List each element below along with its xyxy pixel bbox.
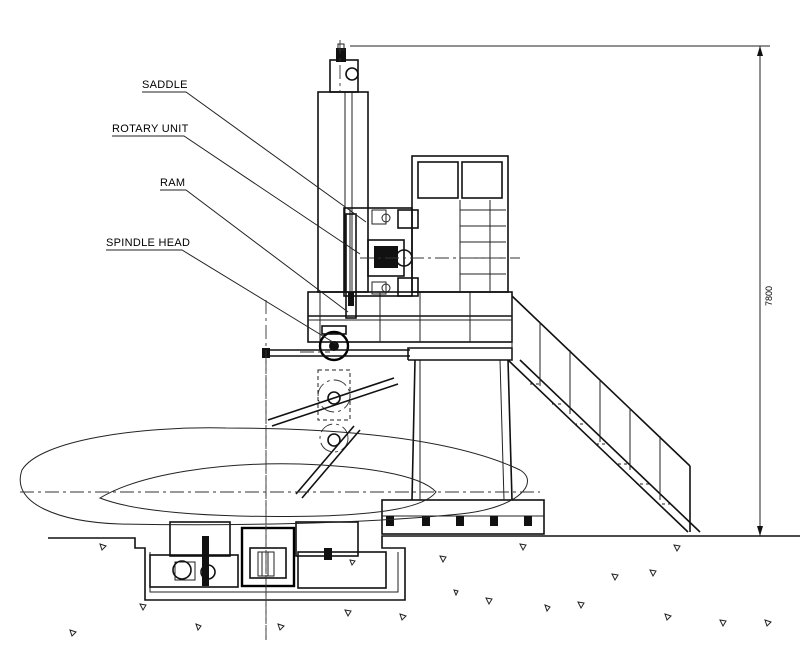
rotary-unit: [360, 209, 520, 295]
label-spindle-head: SPINDLE HEAD: [106, 237, 190, 249]
label-rotary-unit: ROTARY UNIT: [112, 123, 189, 135]
pedestal: [407, 347, 513, 501]
column: [317, 40, 369, 293]
stairway: [507, 295, 701, 533]
ground-line: [48, 535, 800, 601]
label-ram: RAM: [160, 177, 185, 189]
electrical-cabinet: [411, 155, 509, 293]
ground-markers: [69, 543, 772, 637]
saddle: [343, 207, 419, 297]
workpiece-outline: [19, 427, 540, 526]
platform: [307, 291, 513, 343]
height-dimension-value: 7800: [764, 286, 774, 306]
machine-base: [381, 499, 545, 535]
foundation-pit: [149, 521, 387, 589]
spindle-head: [262, 325, 410, 362]
callout-leaders: [106, 91, 367, 345]
ram: [345, 213, 357, 319]
label-saddle: SADDLE: [142, 79, 188, 91]
height-dimension: 7800: [350, 45, 774, 536]
alternate-spindle-positions: [265, 360, 399, 640]
